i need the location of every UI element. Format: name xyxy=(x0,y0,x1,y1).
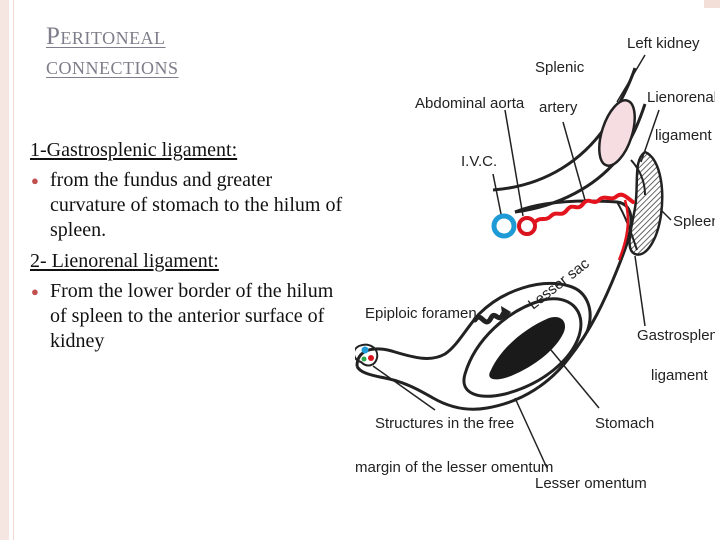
lienorenal-bullet-text: From the lower border of the hilum of sp… xyxy=(50,280,334,352)
epiploic-foramen-arrow xyxy=(472,311,506,325)
pointer-left-kidney xyxy=(616,54,646,103)
peritoneal-diagram: Left kidney Splenic artery Abdominal aor… xyxy=(355,10,715,530)
lienorenal-ligament-line xyxy=(630,159,646,196)
label-ligament-lienorenal: ligament xyxy=(655,127,713,144)
lienorenal-heading: 2- Lienorenal ligament: xyxy=(30,250,219,272)
label-left-kidney: Left kidney xyxy=(627,35,700,52)
aorta-vessel xyxy=(517,216,537,236)
slide-title-line-1: Peritoneal xyxy=(46,23,166,50)
pointer-spleen xyxy=(660,209,672,221)
label-abdominal-aorta: Abdominal aorta xyxy=(415,95,525,112)
left-decorative-bar xyxy=(0,0,9,540)
diagram-svg: Left kidney Splenic artery Abdominal aor… xyxy=(355,35,715,492)
label-gastrosplenic: Gastrosplenic xyxy=(637,327,715,344)
left-decorative-line xyxy=(13,0,14,540)
gastrosplenic-heading: 1-Gastrosplenic ligament: xyxy=(30,139,238,161)
lienorenal-bullet: ● From the lower border of the hilum of … xyxy=(30,279,350,354)
lesser-omentum-outline xyxy=(355,282,592,367)
stomach-lumen xyxy=(489,316,566,380)
spleen xyxy=(628,150,664,256)
ivc-vessel xyxy=(491,213,517,239)
label-ligament-gastrosplenic: ligament xyxy=(651,367,709,384)
label-stomach: Stomach xyxy=(595,415,654,432)
stomach-outline xyxy=(462,297,583,398)
gastrosplenic-bullet: ● from the fundus and greater curvature … xyxy=(30,168,350,243)
label-ivc: I.V.C. xyxy=(461,153,497,170)
pointer-lesser-omentum xyxy=(514,397,548,469)
left-kidney xyxy=(598,99,636,167)
peritoneum-outline xyxy=(355,199,633,411)
pointer-gastrosplenic xyxy=(634,255,646,327)
label-lienorenal: Lienorenal xyxy=(647,89,715,106)
splenic-artery-branch xyxy=(617,199,630,261)
bullet-dot-icon: ● xyxy=(31,284,39,299)
label-epiploic-foramen: Epiploic foramen xyxy=(365,305,477,322)
label-structures-line-1: Structures in the free xyxy=(375,415,514,432)
pointer-structures xyxy=(372,365,436,411)
label-artery: artery xyxy=(539,99,578,116)
bullet-dot-icon: ● xyxy=(31,173,39,188)
free-margin-outline xyxy=(355,343,379,367)
splenic-artery xyxy=(533,192,635,224)
label-structures-line-2: margin of the lesser omentum xyxy=(355,459,553,476)
free-margin-structure-blue xyxy=(361,346,369,354)
label-spleen: Spleen xyxy=(673,213,715,230)
free-margin-structure-red xyxy=(368,355,374,361)
corner-decoration xyxy=(704,0,720,8)
pointer-abdominal-aorta xyxy=(504,109,524,217)
slide-title: Peritoneal connections xyxy=(46,22,346,82)
pointer-lienorenal xyxy=(640,109,660,163)
slide-body: 1-Gastrosplenic ligament: ● from the fun… xyxy=(30,138,350,360)
slide-title-line-2: connections xyxy=(46,53,179,80)
free-margin-structure-green xyxy=(361,356,367,362)
pointer-splenic-artery xyxy=(562,121,586,201)
pointer-stomach xyxy=(550,349,600,409)
gastrosplenic-bullet-text: from the fundus and greater curvature of… xyxy=(50,169,343,241)
pointer-ivc xyxy=(492,173,502,215)
epiploic-foramen-arrowhead xyxy=(501,306,511,322)
label-lesser-omentum: Lesser omentum xyxy=(535,475,647,492)
label-splenic: Splenic xyxy=(535,59,585,76)
